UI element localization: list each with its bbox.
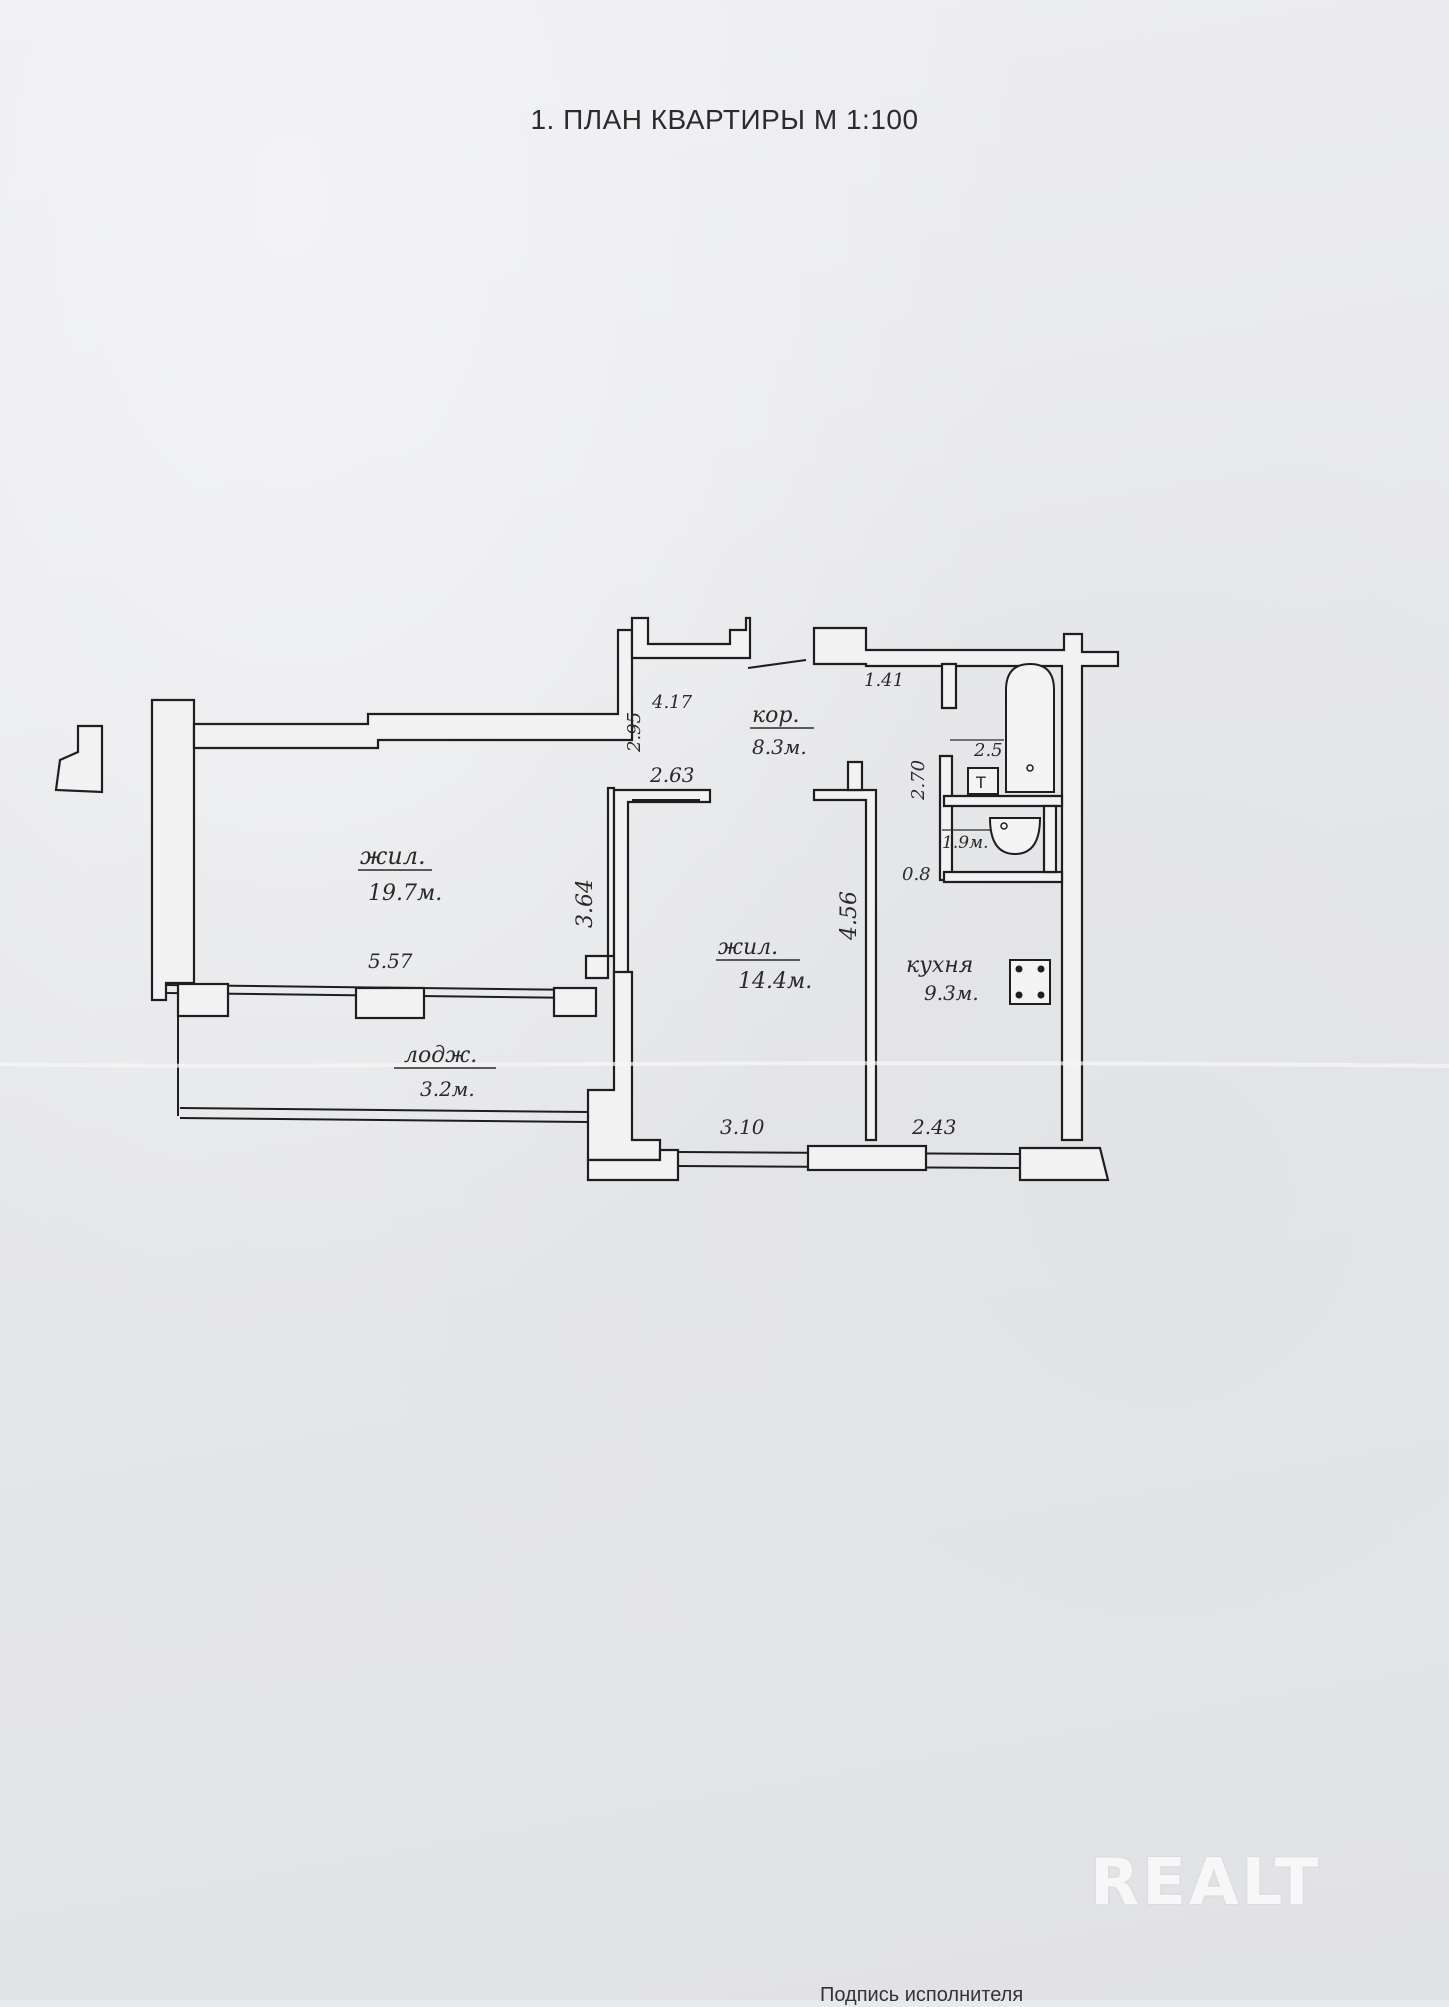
dim-4-56: 4.56 [837, 891, 862, 941]
room-label-living-large: жил. [360, 842, 426, 870]
room-area-toilet: 2.5 [973, 740, 1003, 761]
room-area-kitchen: 9.3м. [924, 981, 979, 1005]
wall-corridor-bottom [612, 788, 712, 1002]
bathtub [1005, 662, 1055, 793]
wall-top-corridor-left [630, 616, 752, 660]
wall-bottom-left [586, 1148, 680, 1182]
toilet-fixture [967, 767, 999, 795]
dim-2-43: 2.43 [911, 1115, 957, 1139]
room-label-corridor: кор. [752, 703, 799, 728]
wall-top-right [812, 626, 1120, 1142]
window-block [354, 986, 426, 1020]
wall-corridor-partition [584, 786, 616, 980]
wall-bath-left [940, 662, 958, 710]
wall-left-stub [54, 724, 104, 794]
wall-bath-divider [942, 794, 1064, 808]
wall-bath-bottom [942, 870, 1064, 884]
dim-3-10: 3.10 [720, 1115, 765, 1139]
sink [988, 817, 1042, 856]
stove [1009, 959, 1051, 1005]
room-area-loggia: 3.2м. [420, 1077, 475, 1101]
dim-3-64: 3.64 [573, 879, 598, 928]
dim-4-17: 4.17 [651, 692, 693, 713]
toilet-symbol: Т [975, 773, 986, 792]
room-area-living-small: 14.4м. [738, 969, 812, 994]
dim-1-41: 1.41 [864, 670, 904, 691]
room-area-bath: 1.9м. [942, 833, 989, 853]
wall-bath-left-lower [938, 754, 954, 882]
wall-top-large-room [192, 628, 634, 750]
room-label-kitchen: кухня [906, 953, 973, 978]
window-block [176, 982, 230, 1018]
room-area-corridor: 8.3м. [752, 735, 807, 759]
dim-5-57: 5.57 [368, 949, 413, 973]
dim-2-70: 2.70 [908, 760, 929, 801]
room-label-living-small: жил. [718, 935, 778, 960]
window-block [806, 1144, 928, 1172]
dim-2-95: 2.95 [624, 712, 645, 753]
room-area-living-large: 19.7м. [368, 881, 442, 906]
wall-stub-top [846, 760, 864, 792]
dim-0-8: 0.8 [902, 864, 931, 885]
footer-signature-text: Подпись исполнителя [820, 1984, 1024, 2006]
wall-bottom-right [1018, 1146, 1110, 1182]
wall-left-outer [150, 698, 196, 1002]
document-title: 1. ПЛАН КВАРТИРЫ М 1:100 [530, 104, 919, 135]
window-block [552, 986, 598, 1018]
wall-room-kitchen [812, 788, 878, 1142]
wall-bath-right [1042, 804, 1058, 874]
watermark-logo: REALT [1090, 1846, 1322, 1920]
dim-2-63: 2.63 [649, 763, 695, 787]
